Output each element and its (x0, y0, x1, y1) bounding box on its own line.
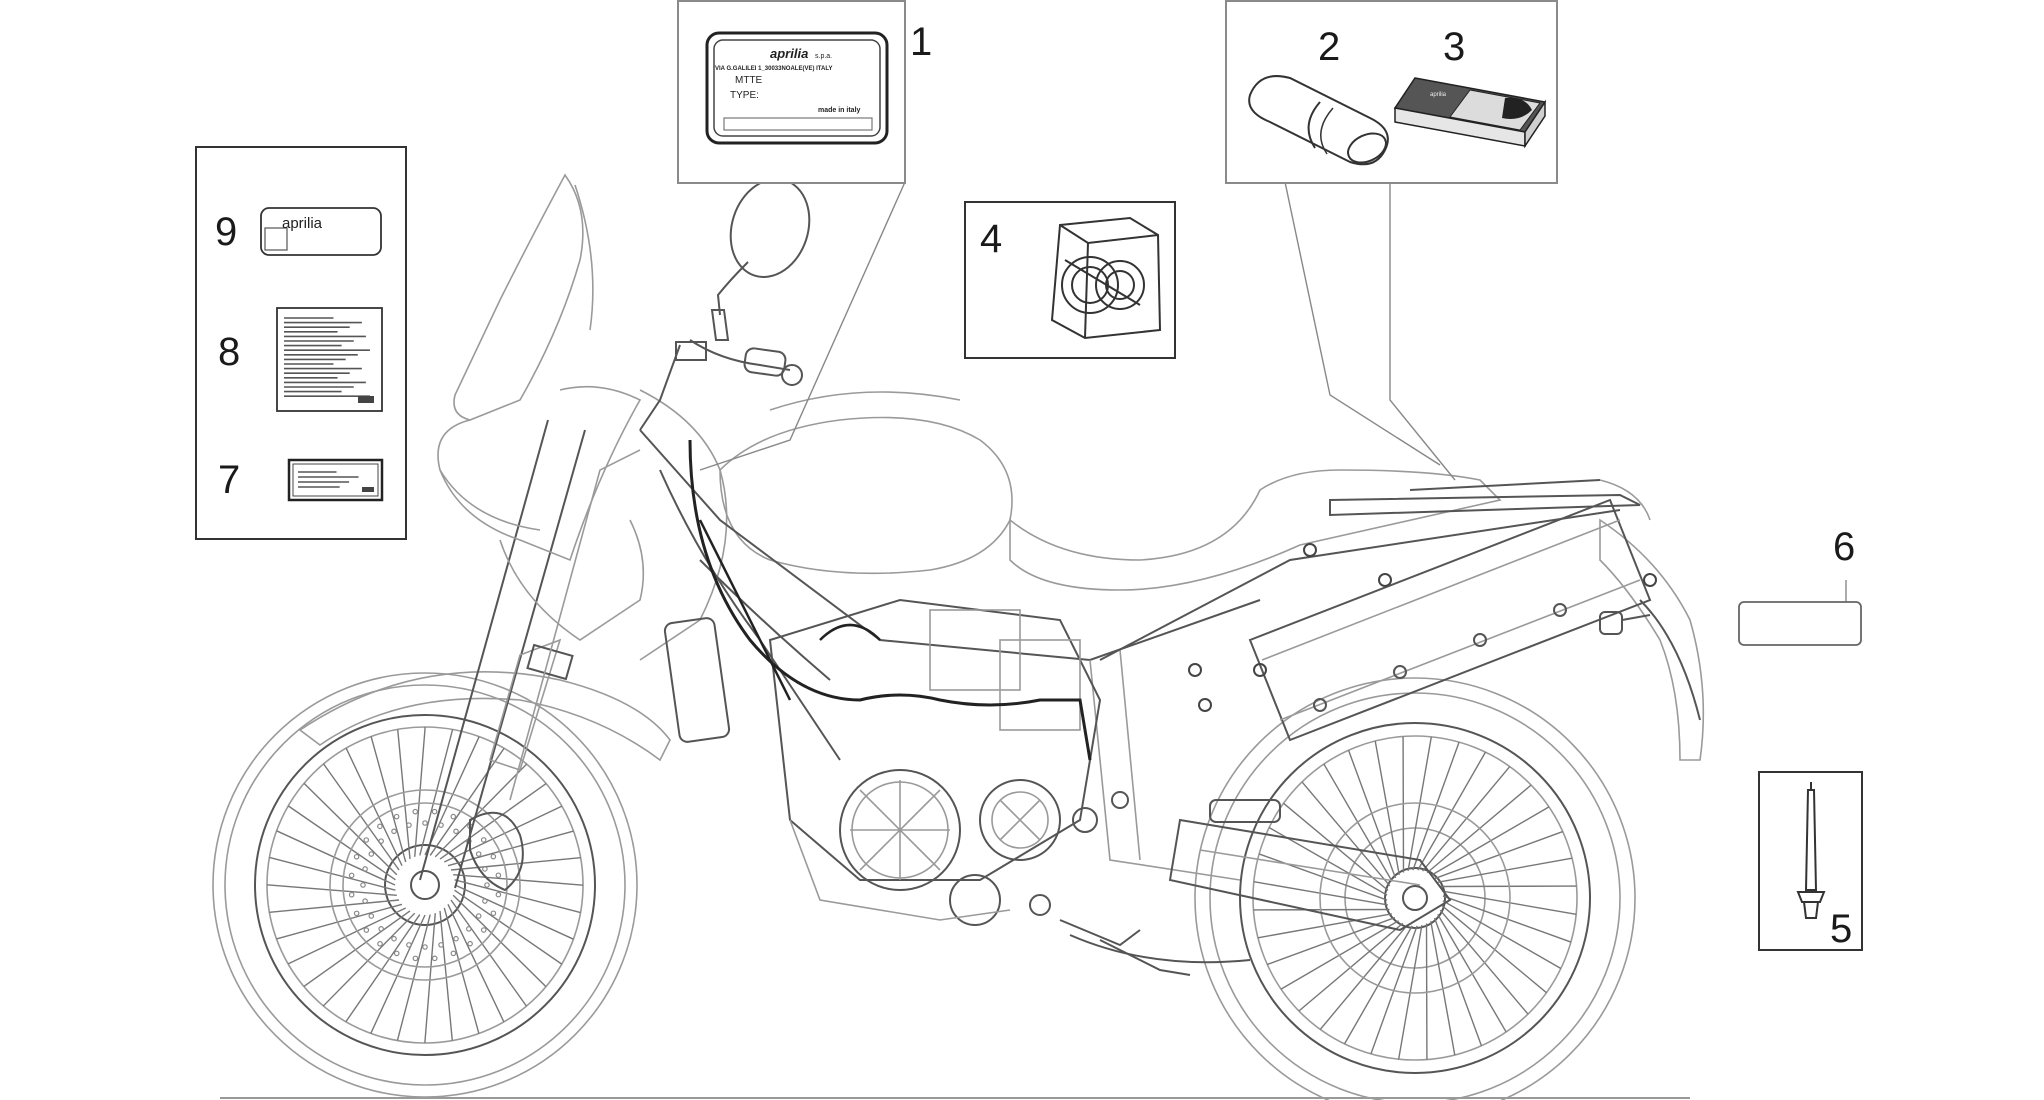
callout-6: 6 (1833, 525, 1855, 569)
part-box-7-8-9: 9 aprilia 8 7 (195, 146, 407, 540)
rear-rack (1329, 479, 1651, 521)
callout-3: 3 (1443, 25, 1465, 69)
handlebar (639, 339, 803, 431)
callout-5: 5 (1830, 907, 1852, 951)
aprilia-badge: aprilia (260, 207, 382, 256)
fairing (437, 173, 728, 661)
callout-9: 9 (215, 210, 237, 254)
callout-4: 4 (980, 217, 1002, 261)
rivet (1796, 782, 1826, 919)
radiator (663, 617, 731, 743)
callout-2: 2 (1318, 25, 1340, 69)
front-fender (298, 671, 671, 762)
plate-footer: made in italy (818, 107, 861, 114)
callout-7: 7 (218, 458, 240, 502)
leader-lines (699, 181, 1847, 602)
front-fork (419, 419, 641, 889)
fuel-tank (719, 416, 1013, 575)
plate-suffix: s.p.a. (815, 53, 832, 60)
rear-wheel (1194, 677, 1636, 1100)
document-pouch (1050, 216, 1162, 340)
plate-type: TYPE: (730, 90, 759, 101)
front-wheel (212, 672, 638, 1098)
side-stand (1099, 939, 1191, 976)
part-box-5: 5 (1758, 771, 1863, 951)
manual-brand: aprilia (1430, 92, 1447, 98)
blank-plate (1738, 601, 1862, 646)
small-sticker (287, 458, 384, 502)
identification-plate: aprilia s.p.a. VIA G.GALILEI 1_30033NOAL… (705, 31, 889, 145)
badge-brand: aprilia (282, 215, 323, 232)
rear-fender (1599, 518, 1705, 761)
wiring-harness (688, 439, 1092, 761)
engine (768, 598, 1129, 926)
plate-mtte: MTTE (735, 75, 763, 86)
mirror (710, 178, 811, 341)
fasteners (1188, 543, 1657, 712)
callout-1: 1 (910, 20, 932, 64)
footpeg (1029, 799, 1281, 964)
part-box-1: aprilia s.p.a. VIA G.GALILEI 1_30033NOAL… (677, 0, 932, 184)
plate-address: VIA G.GALILEI 1_30033NOALE(VE) ITALY (715, 66, 832, 72)
motorcycle-drawing (212, 173, 1705, 1100)
owners-manual: aprilia (1393, 77, 1547, 149)
tail-indicator (1599, 611, 1651, 635)
callout-8: 8 (218, 330, 240, 374)
plate-brand: aprilia (770, 46, 808, 61)
tool-roll (1248, 75, 1389, 166)
exhaust-silencer (1248, 498, 1652, 742)
part-6: 6 (1738, 525, 1862, 646)
swingarm (1168, 818, 1452, 932)
seat (1009, 469, 1502, 591)
part-box-4: 4 (964, 201, 1176, 359)
part-box-2-3: 2 aprilia 3 (1225, 0, 1558, 184)
warning-sticker (276, 307, 383, 412)
